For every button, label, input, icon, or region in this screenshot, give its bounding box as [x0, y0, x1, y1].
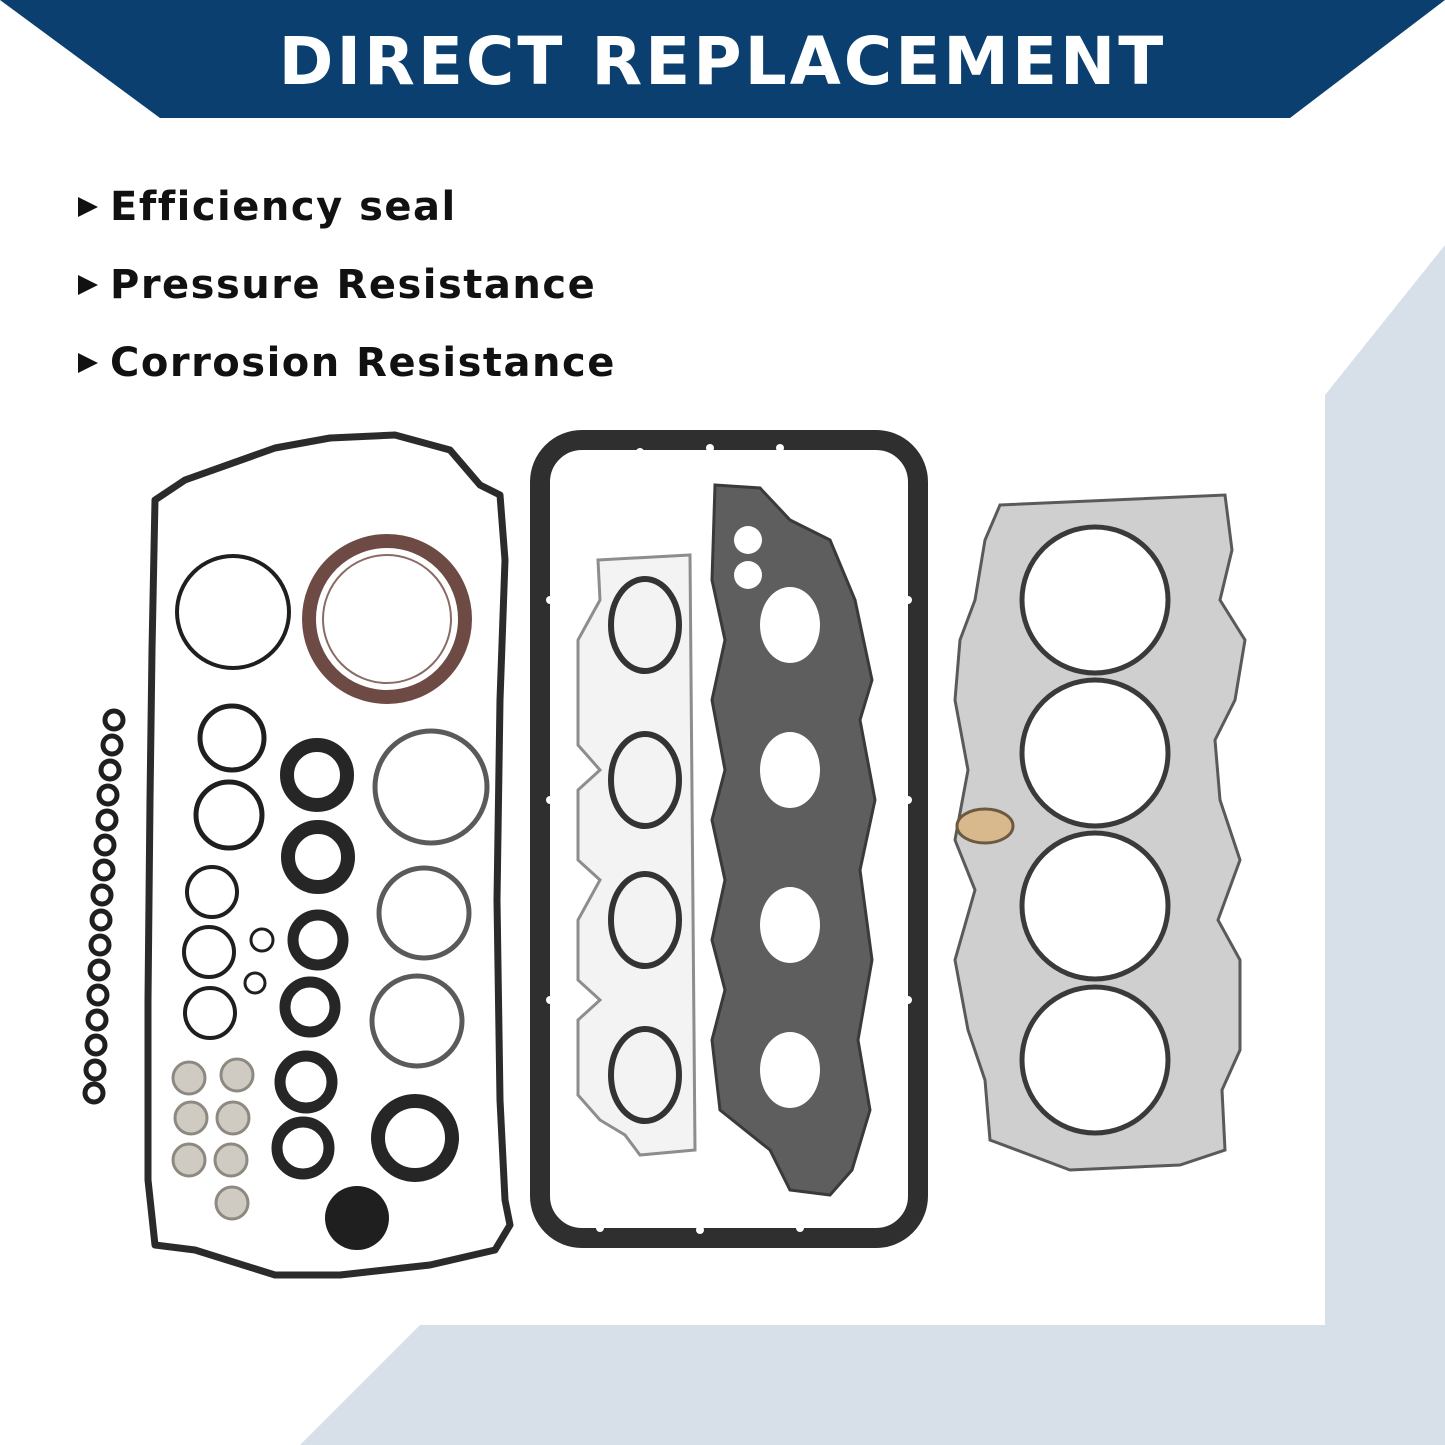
- triangle-bullet-icon: [78, 353, 98, 373]
- feature-item: Efficiency seal: [78, 168, 616, 246]
- banner-title: DIRECT REPLACEMENT: [278, 23, 1167, 100]
- background-panel-bottom: [300, 1325, 1445, 1445]
- valve-stem-seals: [171, 1057, 255, 1221]
- valve-cover-gasket: [144, 431, 514, 1279]
- background-panel-right: [1325, 245, 1445, 1445]
- feature-list: Efficiency seal Pressure Resistance Corr…: [78, 168, 616, 402]
- intake-manifold-gasket: [710, 483, 877, 1197]
- cylinder-bores: [1019, 524, 1171, 1136]
- seal-set: [175, 534, 490, 1182]
- header-banner: DIRECT REPLACEMENT: [0, 0, 1445, 120]
- feature-item: Corrosion Resistance: [78, 324, 616, 402]
- feature-label: Corrosion Resistance: [110, 340, 616, 386]
- exhaust-manifold-gasket: [576, 553, 697, 1157]
- cam-plug: [325, 1186, 389, 1250]
- triangle-bullet-icon: [78, 275, 98, 295]
- banner-shape: [0, 0, 1445, 118]
- oil-pan-bolt-holes: [546, 444, 912, 1234]
- feature-label: Efficiency seal: [110, 184, 457, 230]
- feature-item: Pressure Resistance: [78, 246, 616, 324]
- oil-passage-shim: [955, 807, 1015, 845]
- intake-ports: [734, 526, 820, 1108]
- oil-pan-gasket: [530, 430, 928, 1248]
- tube-seal-column: [82, 708, 126, 1105]
- feature-label: Pressure Resistance: [110, 262, 597, 308]
- triangle-bullet-icon: [78, 197, 98, 217]
